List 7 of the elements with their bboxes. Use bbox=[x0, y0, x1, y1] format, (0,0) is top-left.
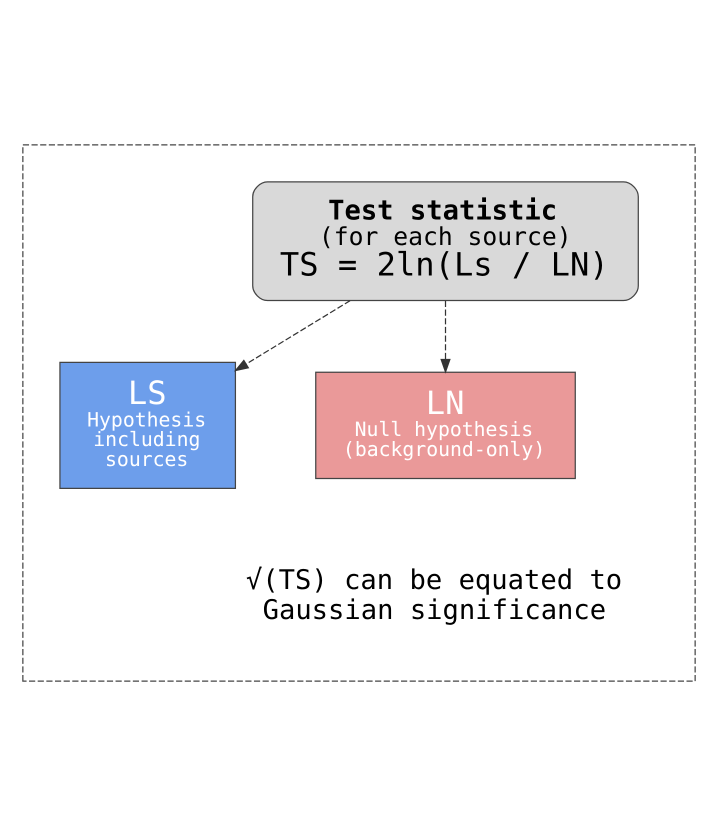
node-box: LS Hypothesis including sources bbox=[59, 362, 236, 489]
node-box: LN Null hypothesis (background-only) bbox=[315, 372, 576, 480]
label: √(TS) can be equated to Gaussian significance bbox=[246, 565, 622, 626]
arrow bbox=[234, 300, 350, 372]
arrow bbox=[440, 300, 451, 374]
node-box: Test statistic (for each source) TS = 2ln(Ls / LN) bbox=[252, 181, 639, 302]
cluster bbox=[22, 144, 696, 682]
